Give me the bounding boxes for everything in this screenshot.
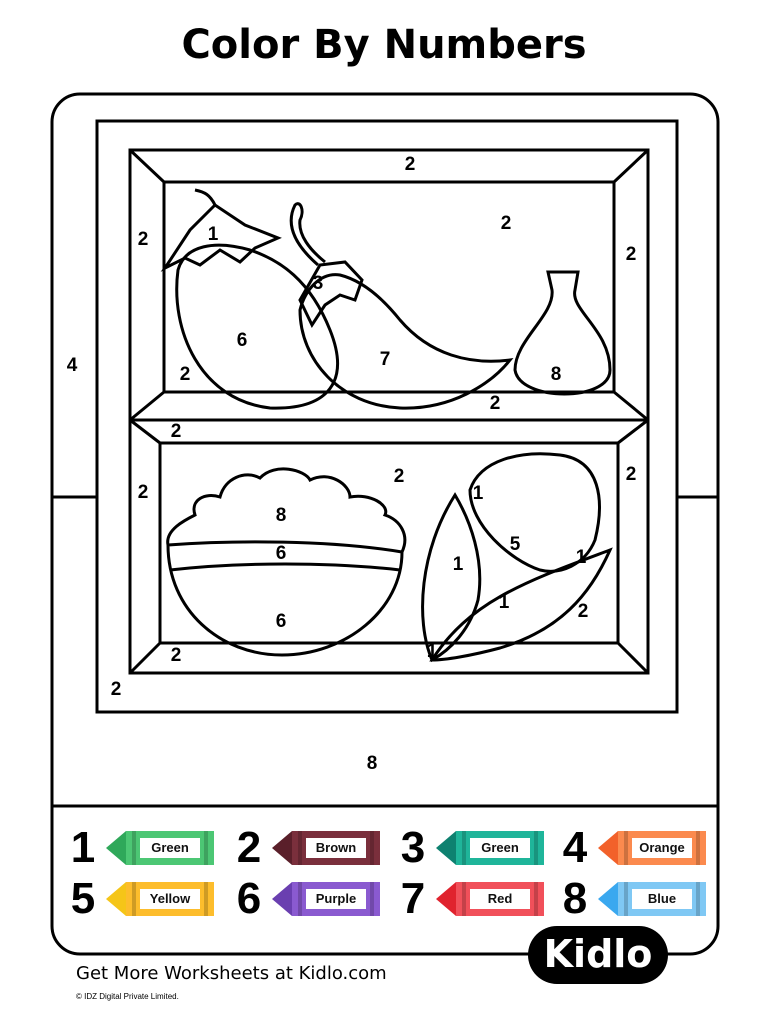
- region-number: 8: [366, 753, 378, 774]
- region-number: 1: [575, 547, 587, 568]
- region-number: 2: [625, 464, 637, 485]
- key-item-4: 4 Orange: [558, 823, 706, 873]
- key-number: 3: [400, 823, 426, 872]
- region-number: 1: [452, 554, 464, 575]
- shelf-bottom-inner: [158, 441, 620, 645]
- copyright: © IDZ Digital Private Limited.: [76, 992, 179, 1001]
- chili: [298, 273, 514, 410]
- key-number: 5: [70, 874, 96, 923]
- crayon-icon: Green: [436, 831, 544, 865]
- key-number: 1: [70, 823, 96, 872]
- crayon-icon: Blue: [598, 882, 706, 916]
- bowl: [166, 540, 404, 657]
- footer-text: Get More Worksheets at Kidlo.com: [76, 963, 387, 984]
- region-number: 2: [404, 154, 416, 175]
- crayon-icon: Green: [106, 831, 214, 865]
- region-number: 1: [426, 641, 438, 662]
- region-number: 5: [509, 534, 521, 555]
- key-number: 8: [562, 874, 588, 923]
- region-number: 2: [500, 213, 512, 234]
- key-item-1: 1 Green: [66, 823, 214, 873]
- region-number: 2: [489, 393, 501, 414]
- key-color-name: Blue: [632, 889, 692, 909]
- region-number: 6: [236, 330, 248, 351]
- region-number: 2: [110, 679, 122, 700]
- shelf-top-inner: [162, 180, 616, 394]
- crayon-icon: Yellow: [106, 882, 214, 916]
- region-number: 1: [207, 224, 219, 245]
- region-number: 1: [498, 592, 510, 613]
- region-number: 8: [550, 364, 562, 385]
- key-item-2: 2 Brown: [232, 823, 380, 873]
- region-number: 2: [179, 364, 191, 385]
- region-number: 6: [275, 543, 287, 564]
- region-number: 8: [275, 505, 287, 526]
- key-item-7: 7 Red: [396, 874, 544, 924]
- key-color-name: Brown: [306, 838, 366, 858]
- region-number: 2: [137, 229, 149, 250]
- key-color-name: Yellow: [140, 889, 200, 909]
- chili-cap: [298, 260, 364, 329]
- region-number: 2: [137, 482, 149, 503]
- key-number: 4: [562, 823, 588, 872]
- crayon-icon: Orange: [598, 831, 706, 865]
- key-number: 7: [400, 874, 426, 923]
- outer-frame: [50, 92, 720, 956]
- kidlo-logo: Kidlo: [528, 926, 668, 984]
- region-number: 7: [379, 349, 391, 370]
- region-number: 2: [170, 421, 182, 442]
- region-number: 1: [472, 483, 484, 504]
- region-number: 2: [577, 601, 589, 622]
- region-number: 6: [275, 611, 287, 632]
- bowl-rice: [166, 467, 407, 553]
- key-item-8: 8 Blue: [558, 874, 706, 924]
- eggplant-cap: [160, 203, 282, 272]
- corn-cob: [468, 452, 601, 573]
- key-number: 6: [236, 874, 262, 923]
- shelf-top-outer: [128, 148, 650, 422]
- key-item-6: 6 Purple: [232, 874, 380, 924]
- eggplant: [175, 243, 339, 410]
- crayon-icon: Red: [436, 882, 544, 916]
- shelf-bottom-outer: [128, 418, 650, 675]
- region-number: 4: [66, 355, 78, 376]
- region-number: 3: [312, 273, 324, 294]
- key-color-name: Green: [470, 838, 530, 858]
- cabinet: [95, 119, 679, 714]
- key-number: 2: [236, 823, 262, 872]
- key-item-5: 5 Yellow: [66, 874, 214, 924]
- crayon-icon: Purple: [272, 882, 380, 916]
- region-number: 2: [625, 244, 637, 265]
- key-item-3: 3 Green: [396, 823, 544, 873]
- key-color-name: Green: [140, 838, 200, 858]
- page-title: Color By Numbers: [181, 22, 587, 68]
- key-color-name: Red: [470, 889, 530, 909]
- crayon-icon: Brown: [272, 831, 380, 865]
- key-color-name: Orange: [632, 838, 692, 858]
- region-number: 2: [170, 645, 182, 666]
- key-color-name: Purple: [306, 889, 366, 909]
- corn-husk: [421, 492, 482, 663]
- region-number: 2: [393, 466, 405, 487]
- vase: [513, 270, 612, 396]
